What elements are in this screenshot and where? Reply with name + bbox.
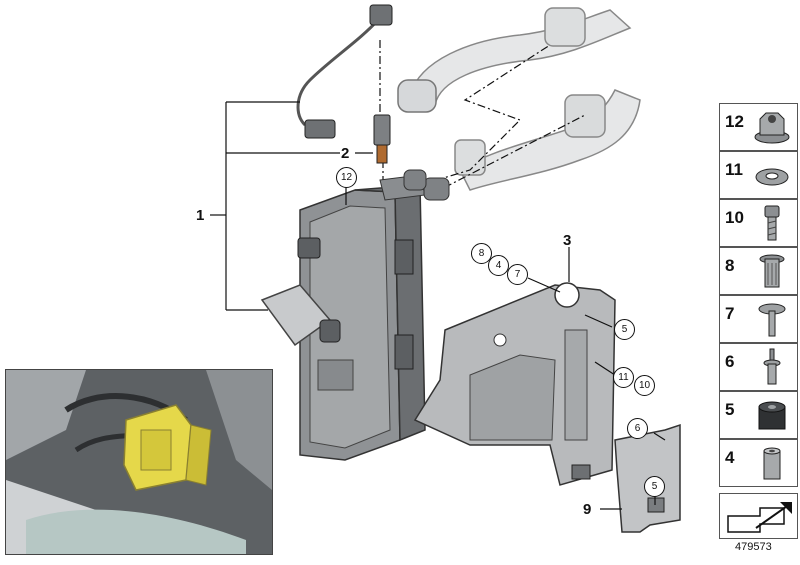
legend-number: 7 (725, 304, 735, 323)
electric-heater-unit (260, 169, 450, 461)
vehicle-location-inset (5, 369, 273, 555)
temperature-sensor (296, 4, 393, 164)
mounting-bracket (413, 282, 616, 486)
circled-callout-4: 4 (488, 255, 509, 276)
legend-number: 10 (725, 208, 744, 227)
callout-3: 3 (563, 232, 572, 249)
legend-number: 6 (725, 352, 735, 371)
legend-number: 4 (725, 448, 735, 467)
legend-item-10: 10 (719, 199, 798, 247)
callout-1: 1 (196, 207, 205, 224)
callout-2: 2 (341, 145, 350, 162)
inset-drawing (6, 370, 272, 554)
legend-number: 8 (725, 256, 735, 275)
legend-item-8: 8 (719, 247, 798, 295)
legend-number: 11 (725, 160, 743, 179)
legend-number: 5 (725, 400, 735, 419)
rubber-mount-icon (758, 401, 786, 430)
blind-rivet-icon (763, 348, 781, 385)
collar-screw-icon (758, 303, 786, 337)
washer-icon (755, 168, 789, 186)
legend-item-4: 4 (719, 439, 798, 487)
rivet-nut-icon (759, 254, 785, 288)
spacer-sleeve-icon (763, 447, 781, 480)
legend-item-5: 5 (719, 391, 798, 439)
legend-item-12: 12 (719, 103, 798, 151)
circled-callout-7: 7 (507, 264, 528, 285)
hex-socket-screw-icon (764, 205, 780, 241)
legend-item-7: 7 (719, 295, 798, 343)
circled-callout-6: 6 (627, 418, 648, 439)
image-id: 479573 (735, 541, 772, 553)
circled-callout-11: 11 (613, 367, 634, 388)
circled-callout-12: 12 (336, 167, 357, 188)
coolant-hose-lower (454, 89, 641, 191)
view-arrow-box (719, 493, 798, 539)
coolant-hose-upper (397, 7, 632, 113)
view-arrow-icon (727, 502, 792, 533)
legend-item-6: 6 (719, 343, 798, 391)
circled-callout-5: 5 (614, 319, 635, 340)
legend-item-11: 11 (719, 151, 798, 199)
callout-9: 9 (583, 501, 592, 518)
circled-callout-8: 8 (471, 243, 492, 264)
leader-lines (210, 101, 666, 510)
circled-callout-5b: 5 (644, 476, 665, 497)
flange-nut-icon (754, 112, 790, 144)
circled-callout-10: 10 (634, 375, 655, 396)
legend-number: 12 (725, 112, 744, 131)
